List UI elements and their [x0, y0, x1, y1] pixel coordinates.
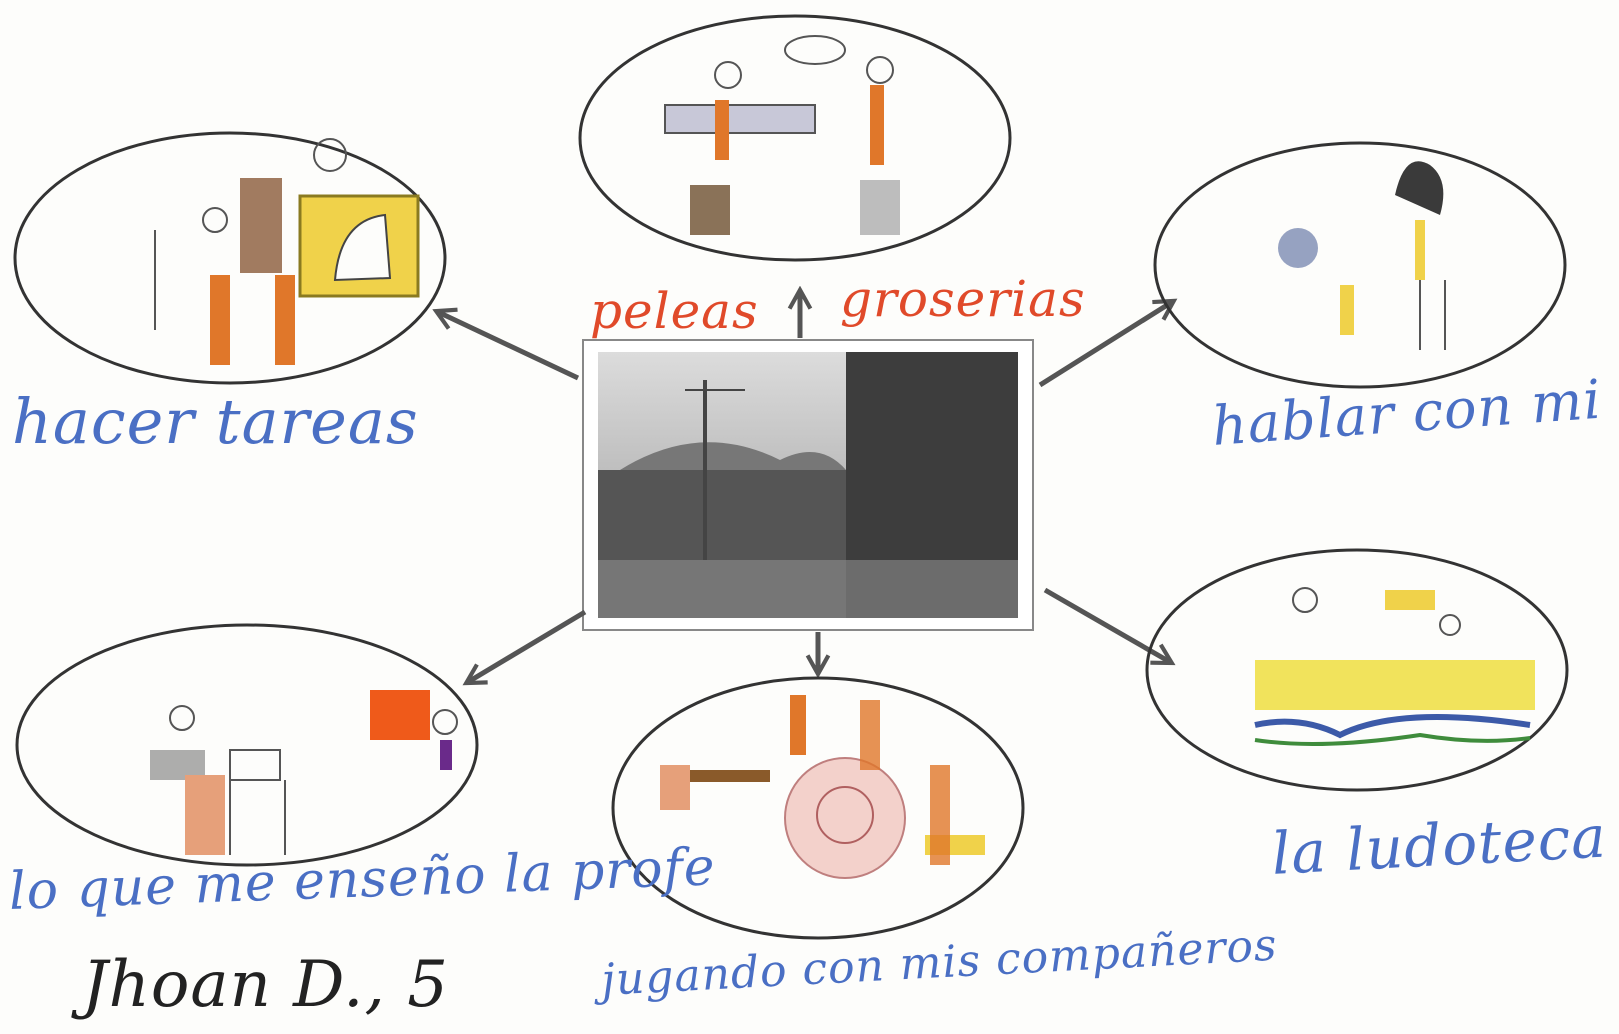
arrow-icon [1038, 302, 1172, 388]
school-gate-photo [582, 339, 1034, 631]
bubble-peleas [578, 14, 1012, 262]
arrows [438, 292, 1172, 682]
bubble-hablar-profe [1153, 141, 1567, 389]
author-signature: Jhoan D., 5 [82, 948, 449, 1022]
caption-groserias: groserias [840, 270, 1086, 328]
bubble-lo-que-me-enseno [15, 623, 479, 867]
bubble-jugando [611, 676, 1025, 940]
caption-hacer-tareas: hacer tareas [12, 385, 419, 458]
caption-peleas: peleas [590, 282, 759, 340]
arrow-icon [1043, 587, 1170, 662]
bubble-ludoteca [1145, 548, 1569, 792]
bubble-hacer-tareas [13, 131, 447, 385]
arrow-icon [468, 609, 587, 682]
arrow-icon [438, 312, 580, 381]
